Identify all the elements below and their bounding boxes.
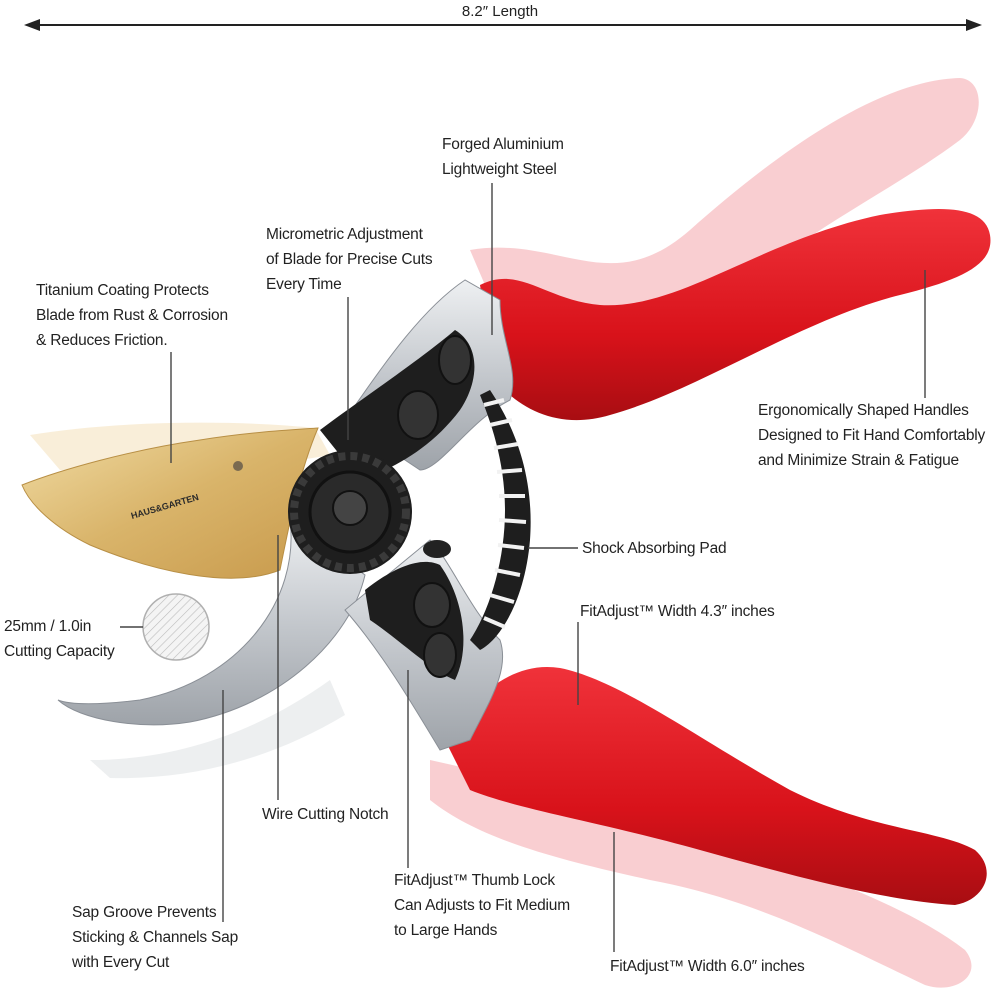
callout-line: and Minimize Strain & Fatigue (758, 452, 959, 469)
callout-line: Wire Cutting Notch (262, 806, 389, 823)
thumb-lock-knob (423, 632, 457, 678)
callout-line: Lightweight Steel (442, 161, 557, 178)
callout-line: Cutting Capacity (4, 643, 115, 660)
lower-handle (445, 666, 987, 905)
callout-line: Shock Absorbing Pad (582, 540, 727, 557)
leader-lines (120, 183, 926, 952)
lower-screw (413, 582, 451, 628)
thumb-lock-button (423, 540, 451, 558)
callout-ergonomic-handles: Ergonomically Shaped Handles Designed to… (758, 398, 985, 473)
callout-line: FitAdjust™ Width 6.0″ inches (610, 958, 805, 975)
callout-line: of Blade for Precise Cuts (266, 251, 433, 268)
callout-line: Forged Aluminium (442, 136, 564, 153)
lower-blade (57, 518, 366, 726)
callout-line: Titanium Coating Protects (36, 282, 209, 299)
callout-line: Micrometric Adjustment (266, 226, 423, 243)
upper-handle (480, 209, 991, 421)
callout-thumb-lock: FitAdjust™ Thumb Lock Can Adjusts to Fit… (394, 868, 570, 943)
callout-shock-absorbing-pad: Shock Absorbing Pad (582, 536, 727, 561)
length-dimension-arrow (24, 19, 982, 31)
callout-line: Sap Groove Prevents (72, 904, 217, 921)
cutting-capacity-circle (142, 593, 210, 661)
callout-line: Blade from Rust & Corrosion (36, 307, 228, 324)
callout-line: Every Time (266, 276, 342, 293)
callout-line: Sticking & Channels Sap (72, 929, 238, 946)
shock-absorbing-spring (470, 390, 531, 650)
upper-adjust-plate (320, 330, 475, 480)
callout-titanium-coating: Titanium Coating Protects Blade from Rus… (36, 278, 228, 353)
callout-line: & Reduces Friction. (36, 332, 168, 349)
callout-line: Ergonomically Shaped Handles (758, 402, 969, 419)
callout-micrometric-adjustment: Micrometric Adjustment of Blade for Prec… (266, 222, 433, 297)
pivot-gear (288, 450, 412, 574)
callout-sap-groove: Sap Groove Prevents Sticking & Channels … (72, 900, 238, 975)
callout-width-4-3: FitAdjust™ Width 4.3″ inches (580, 599, 775, 624)
callout-cutting-capacity: 25mm / 1.0in Cutting Capacity (4, 614, 115, 664)
adjust-screw (397, 390, 439, 440)
callout-wire-cutting-notch: Wire Cutting Notch (262, 802, 389, 827)
callout-line: FitAdjust™ Width 4.3″ inches (580, 603, 775, 620)
callout-line: with Every Cut (72, 954, 170, 971)
callout-line: Designed to Fit Hand Comfortably (758, 427, 986, 444)
blade-rivet (233, 461, 243, 471)
callout-line: to Large Hands (394, 922, 498, 939)
length-label: 8.2″ Length (461, 3, 539, 20)
callout-line: Can Adjusts to Fit Medium (394, 897, 570, 914)
callout-forged-aluminium: Forged Aluminium Lightweight Steel (442, 132, 564, 182)
callout-line: FitAdjust™ Thumb Lock (394, 872, 555, 889)
callout-line: 25mm / 1.0in (4, 618, 92, 635)
callout-width-6-0: FitAdjust™ Width 6.0″ inches (610, 954, 805, 979)
upper-screw-slot (438, 335, 472, 385)
